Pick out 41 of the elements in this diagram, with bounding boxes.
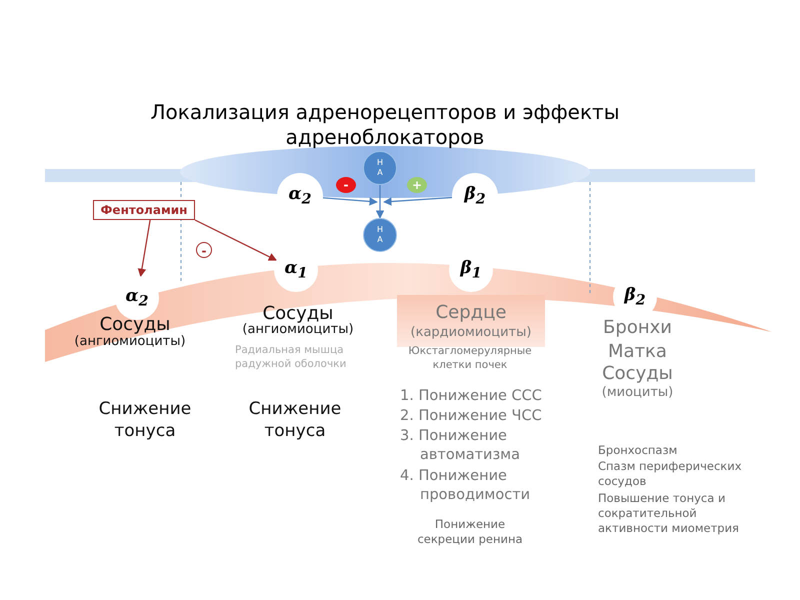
organ-label: Сосуды: [98, 313, 172, 335]
receptor-label: β$_{2}$: [464, 184, 486, 208]
drug-name: Фентоламин: [100, 203, 188, 217]
receptor-label: α$_{2}$: [288, 184, 312, 208]
organ-label: Сосуды: [262, 302, 334, 324]
organ-label: (кардиомиоциты): [410, 324, 532, 340]
arrow: [194, 219, 278, 261]
molecule-label: Н А: [376, 158, 384, 178]
cell-type-label: (миоциты): [600, 385, 674, 402]
organ-label: Матка: [607, 340, 668, 364]
effect-text: Снижение тонуса: [248, 398, 342, 442]
organ-label: Сердце: [436, 302, 506, 324]
receptor-label: α$_{1}$: [284, 258, 308, 282]
effect-item: 2. Понижение ЧСС: [400, 407, 543, 426]
effect-item: 1. Понижение ССС: [400, 387, 543, 406]
effect-text: Повышение тонуса и сократительной активности миометрия: [598, 491, 740, 536]
organ-panel: [397, 295, 545, 347]
arrow: [376, 185, 384, 219]
title: Локализация адренорецепторов и эффекты адреноблокаторов: [150, 100, 620, 150]
cell-type-label: (ангиомиоциты): [241, 322, 355, 339]
note-text: Юкстагломерулярные клетки почек: [407, 345, 533, 372]
minus-badge: -: [196, 242, 212, 258]
organ-label: Бронхи: [602, 316, 673, 340]
effect-item: 4. Понижение проводимости: [400, 467, 532, 505]
note-text: Радиальная мышца радужной оболочки: [235, 344, 348, 372]
effect-text: Понижение секреции ренина: [416, 517, 524, 547]
effect-item: 3. Понижение автоматизма: [400, 427, 521, 465]
receptor-label: β$_{1}$: [460, 258, 482, 282]
cell-type-label: (ангиомиоциты): [73, 334, 187, 351]
drug-box: [93, 200, 195, 220]
receptor-label: α$_{2}$: [126, 286, 148, 310]
neurotransmitter-circle: [363, 218, 397, 252]
effect-text: Бронхоспазм: [598, 443, 678, 458]
molecule-label: Н А: [376, 225, 384, 245]
arrow: [383, 196, 452, 206]
effect-text: Спазм периферических сосудов: [598, 459, 743, 489]
arrow: [138, 220, 151, 278]
organ-label: Сосуды: [601, 362, 674, 386]
arrow: [322, 197, 378, 206]
effect-text: Снижение тонуса: [98, 398, 192, 442]
receptor-label: β$_{2}$: [624, 285, 646, 309]
